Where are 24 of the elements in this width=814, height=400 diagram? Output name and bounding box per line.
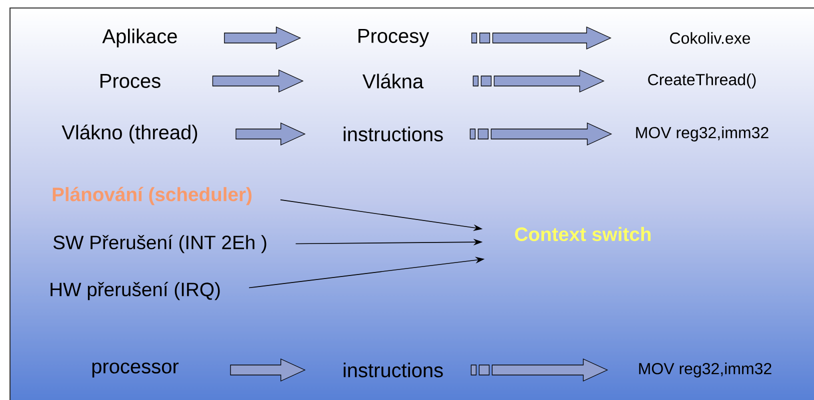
block-arrow (472, 69, 605, 93)
block-arrow (470, 358, 608, 382)
label-text: CreateThread() (648, 74, 756, 88)
label-text: Vlákna (362, 74, 424, 88)
heading-text: Plánování (scheduler) (52, 186, 252, 206)
label-text: instructions (344, 362, 443, 378)
label-text: Vlákno (thread) (62, 124, 198, 144)
label-text: MOV reg32,imm32 (639, 362, 772, 378)
label-text: processor (92, 362, 179, 378)
block-arrow (236, 122, 306, 146)
label-text: instructions (344, 126, 443, 142)
label-text: HW přerušení (IRQ) (50, 282, 220, 300)
label-text: SW Přerušení (INT 2Eh ) (53, 234, 266, 254)
label-text: Proces (100, 74, 160, 88)
label-text: Procesy (358, 29, 430, 47)
block-arrow (212, 69, 304, 93)
heading-text: Context switch (515, 226, 651, 242)
block-arrow (224, 26, 302, 50)
block-arrow (470, 122, 612, 146)
label-text: Cokoliv.exe (670, 32, 750, 44)
block-arrow (230, 358, 306, 382)
label-text: Aplikace (102, 28, 177, 48)
label-text: MOV reg32,imm32 (636, 126, 768, 142)
block-arrow (471, 26, 612, 50)
